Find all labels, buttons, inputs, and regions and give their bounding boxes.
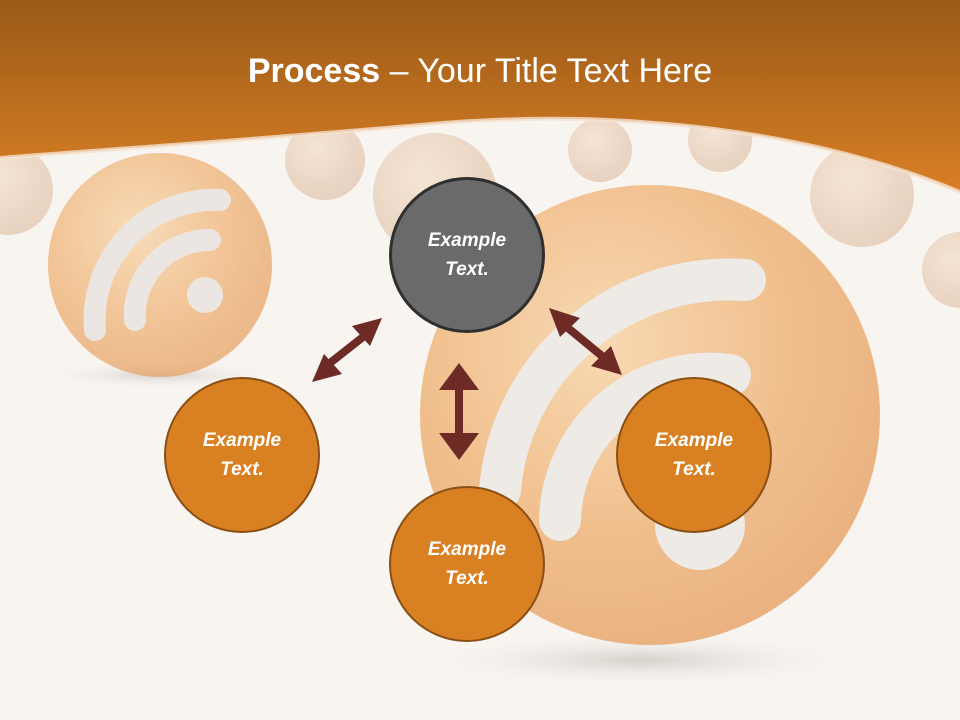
bottom-node[interactable]: Example Text. <box>389 486 545 642</box>
right-node[interactable]: Example Text. <box>616 377 772 533</box>
left-node[interactable]: Example Text. <box>164 377 320 533</box>
connector-arrows <box>312 308 622 460</box>
left-rss-sphere <box>48 153 272 377</box>
right-node-text: Example Text. <box>654 430 734 480</box>
title-bold: Process <box>247 52 381 90</box>
left-node-text: Example Text. <box>202 430 282 480</box>
bottom-node-text: Example Text. <box>427 539 507 589</box>
slide-title: Process – Your Title Text Here <box>0 52 960 91</box>
center-node-text: Example Text. <box>427 230 507 280</box>
title-regular: – Your Title Text Here <box>380 52 713 90</box>
center-node[interactable]: Example Text. <box>389 177 545 333</box>
